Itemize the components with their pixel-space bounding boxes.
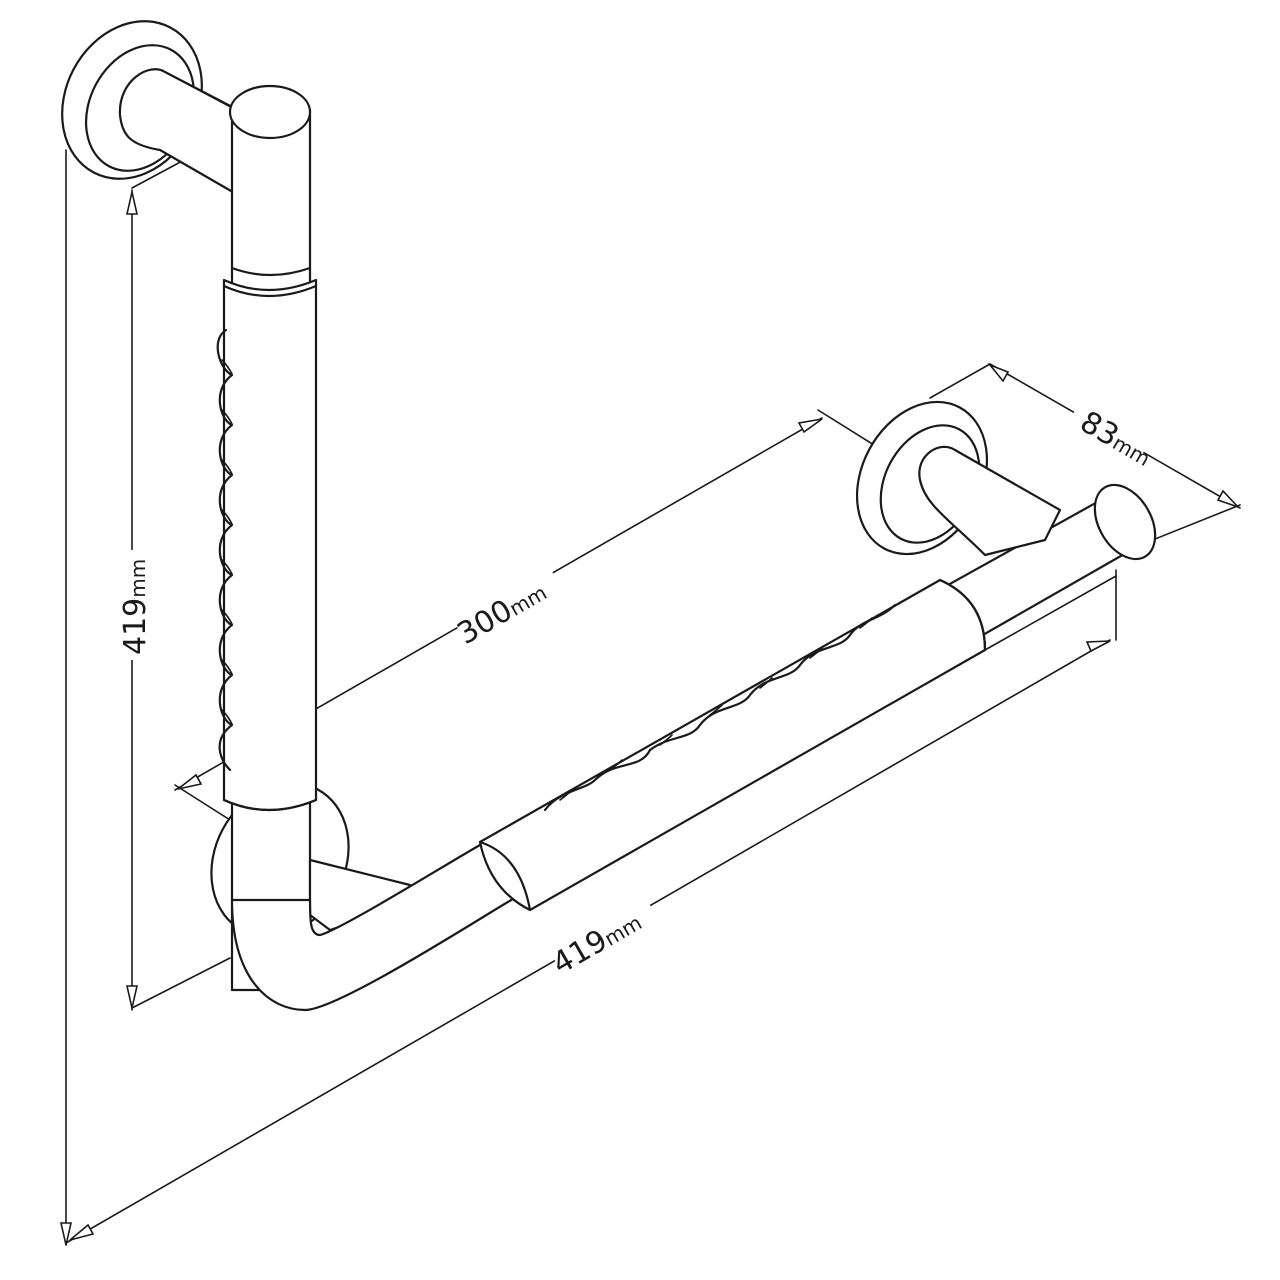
arrow-head [125,985,139,1009]
top-wall-flange [61,20,241,197]
arrow-head [797,418,823,434]
grip-wave-pattern [216,328,234,772]
dimension-arrows [59,191,1239,1246]
arrow-head [1216,489,1239,508]
arrow-head [59,1222,73,1246]
arrow-head [125,191,139,215]
arrow-head [987,363,1010,383]
right-wall-flange [855,400,1062,557]
grip-wave-pattern-horizontal [543,603,897,812]
svg-text:419mm: 419mm [118,559,153,655]
horizontal-tube [230,483,1157,1012]
arrow-head [69,1223,95,1241]
dimension-label-83: 83mm [1063,388,1158,471]
arrow-head [1085,640,1111,653]
vertical-tube [216,84,318,992]
dimension-label-vertical-419: 419mm [112,550,153,660]
dimension-label-300: 300mm [444,550,566,652]
arrow-head [177,773,203,790]
